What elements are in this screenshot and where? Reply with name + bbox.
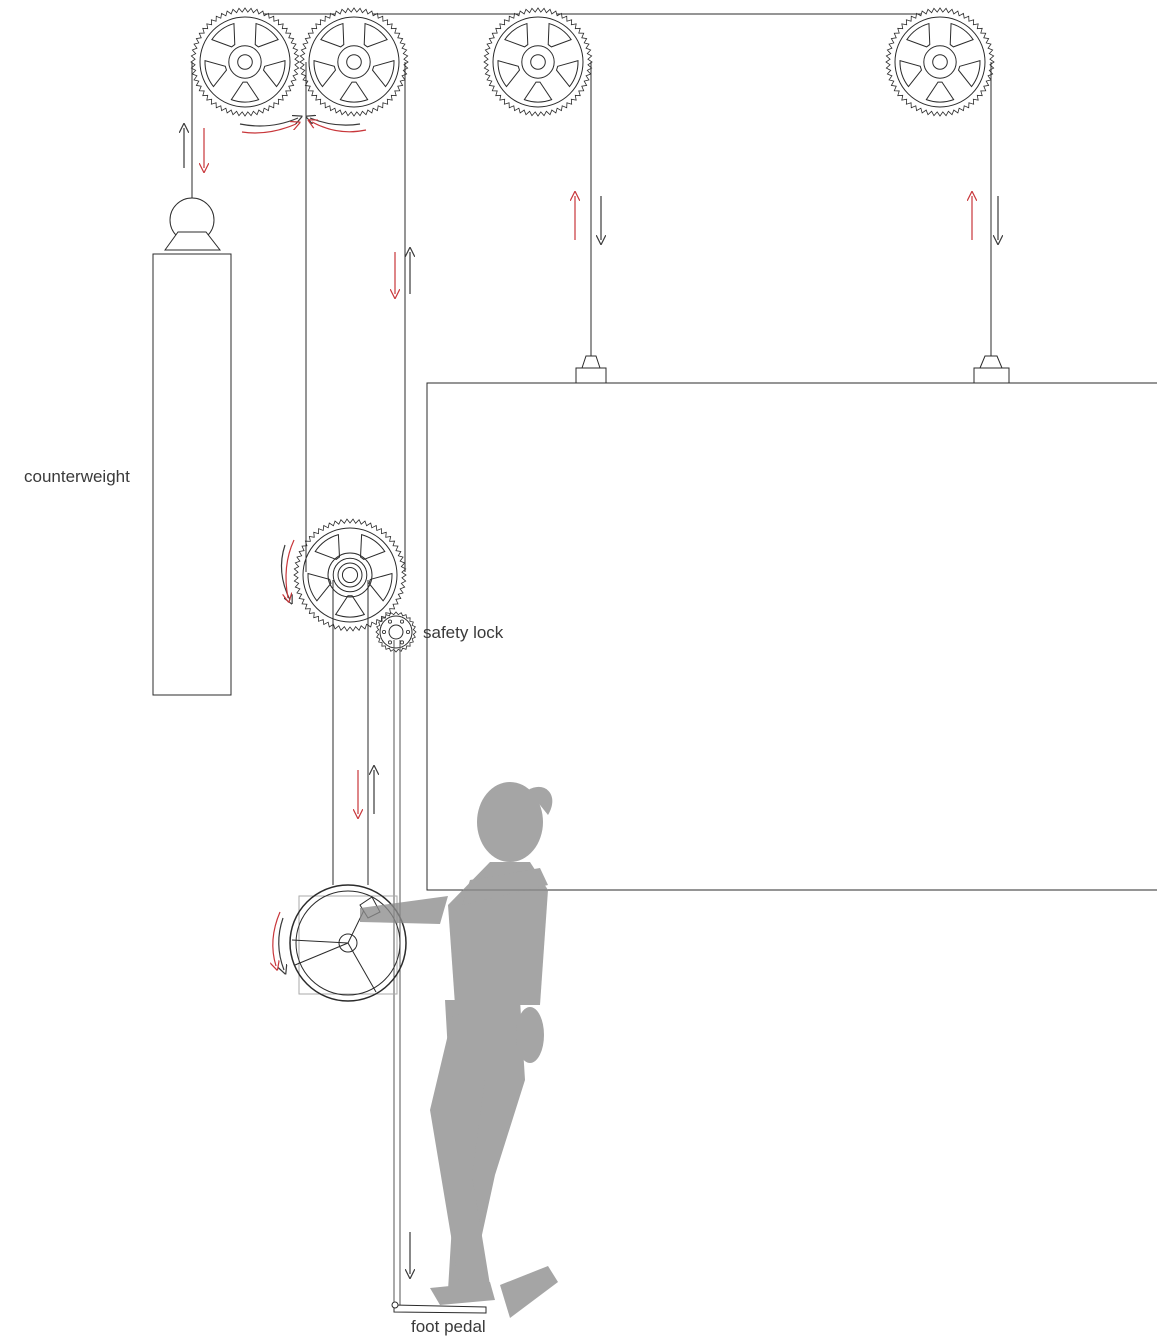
foot-pedal-label: foot pedal <box>411 1317 486 1337</box>
counterweight-block <box>153 254 231 695</box>
arc-arrow <box>279 918 284 970</box>
panel-clamp-1 <box>576 356 606 383</box>
gear-pulley-top-4 <box>886 8 994 116</box>
vertical-cables <box>192 62 991 1305</box>
hand-wheel-icon <box>290 885 406 1001</box>
gear-pulley-top-3 <box>484 8 592 116</box>
arc-arrow-red <box>286 540 294 598</box>
gear-pulley-top-1 <box>191 8 299 116</box>
operator-figure <box>360 782 558 1318</box>
counterweight <box>153 198 231 695</box>
gear-pulleys <box>191 8 994 652</box>
counterweight-bracket <box>165 232 220 250</box>
panel-clamp-2 <box>974 356 1009 383</box>
foot-pedal <box>392 1302 486 1313</box>
gear-pulley-top-2 <box>300 8 408 116</box>
safety-lock-label: safety lock <box>423 623 503 643</box>
arc-arrow-red <box>312 122 366 132</box>
counterweight-label: counterweight <box>24 467 130 487</box>
arc-arrow <box>240 118 298 126</box>
gear-pulley-drive <box>294 519 406 631</box>
gear-safety-lock <box>376 612 416 652</box>
